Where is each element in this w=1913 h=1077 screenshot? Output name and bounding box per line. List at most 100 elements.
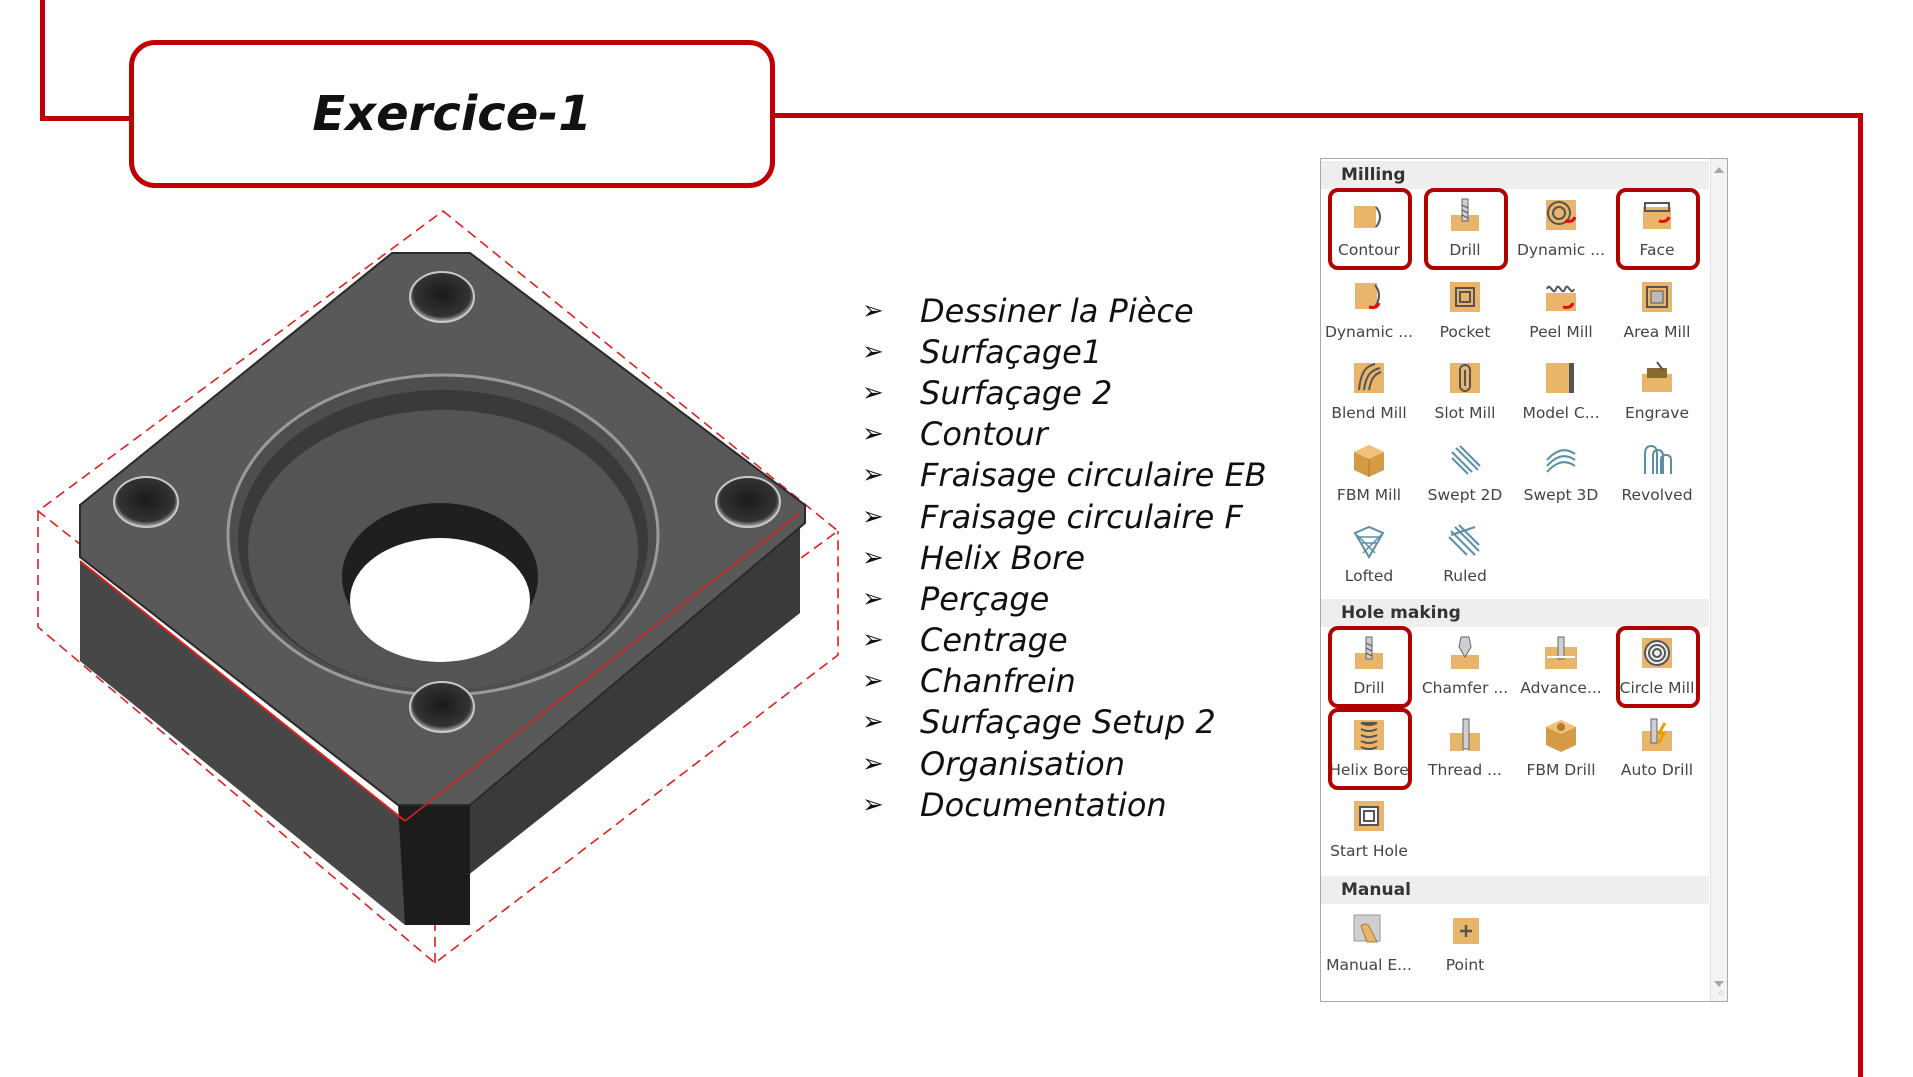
tool-button[interactable]: Drill (1417, 191, 1513, 271)
arrow-bullet-icon: ➢ (862, 789, 884, 820)
selected-edge (404, 512, 801, 822)
frame-top-left-line (40, 116, 132, 121)
dynamic-mill-icon (1546, 200, 1577, 230)
tool-label: Chamfer ... (1421, 679, 1509, 697)
swept-3d-icon (1546, 448, 1576, 473)
arrow-bullet-icon: ➢ (862, 460, 884, 491)
frame-right-line (1858, 113, 1863, 1077)
resize-grip-icon[interactable]: ⁘ (1717, 989, 1725, 999)
tool-label: Contour (1338, 241, 1400, 259)
part-front-left-face (80, 561, 405, 925)
slide-title: Exercice-1 (312, 86, 592, 142)
frame-left-line (40, 0, 45, 121)
tool-button[interactable]: Blend Mill (1321, 354, 1417, 434)
section-header: Manual (1321, 876, 1709, 904)
title-box: Exercice-1 (129, 40, 775, 188)
arrow-bullet-icon: ➢ (862, 583, 884, 614)
step-item: ➢Helix Bore (862, 538, 1086, 577)
tool-button[interactable]: Dynamic ... (1513, 191, 1609, 271)
panel-scrollbar[interactable] (1710, 159, 1727, 1001)
step-item: ➢Surfaçage Setup 2 (862, 703, 1216, 742)
tool-label: Start Hole (1330, 842, 1408, 860)
tool-button[interactable]: Face (1609, 191, 1705, 271)
point-icon (1453, 918, 1479, 944)
scroll-down-icon[interactable] (1714, 981, 1724, 987)
tool-button[interactable]: Swept 3D (1513, 436, 1609, 516)
tool-button[interactable]: FBM Mill (1321, 436, 1417, 516)
selected-edge (79, 560, 406, 822)
lofted-icon (1353, 525, 1385, 559)
tool-button[interactable]: Start Hole (1321, 792, 1417, 872)
tool-label: FBM Drill (1526, 760, 1596, 779)
dynamic-contour-icon (1355, 282, 1381, 309)
step-item: ➢Chanfrein (862, 662, 1076, 701)
arrow-bullet-icon: ➢ (862, 748, 884, 779)
tool-button[interactable]: Lofted (1321, 517, 1417, 597)
step-item: ➢Organisation (862, 744, 1126, 783)
tool-label: Advance... (1520, 679, 1602, 697)
tool-label: Auto Drill (1620, 760, 1694, 779)
tool-button[interactable]: Ruled (1417, 517, 1513, 597)
tool-label: Dynamic ... (1516, 241, 1606, 259)
tool-label: Slot Mill (1434, 404, 1496, 422)
corner-holes (113, 271, 781, 733)
arrow-bullet-icon: ➢ (862, 707, 884, 738)
drill-icon (1451, 198, 1479, 231)
step-item: ➢Fraisage circulaire EB (862, 456, 1267, 495)
blend-mill-icon (1354, 363, 1384, 393)
model-chamfer-icon (1546, 363, 1574, 393)
tool-button[interactable]: Slot Mill (1417, 354, 1513, 434)
step-item: ➢Documentation (862, 785, 1167, 824)
area-mill-icon (1642, 281, 1672, 312)
arrow-bullet-icon: ➢ (862, 419, 884, 450)
tool-label: Blend Mill (1331, 404, 1407, 422)
drill-icon (1355, 636, 1383, 669)
contour-icon (1354, 206, 1381, 228)
tool-button[interactable]: Pocket (1417, 273, 1513, 353)
tool-button[interactable]: Area Mill (1609, 273, 1705, 353)
tool-button[interactable]: Contour (1321, 191, 1417, 271)
tool-button[interactable]: FBM Drill (1513, 711, 1609, 791)
arrow-bullet-icon: ➢ (862, 377, 884, 408)
tool-label: Helix Bore (1329, 760, 1409, 779)
tool-label: Swept 2D (1427, 485, 1503, 504)
revolved-icon (1644, 444, 1672, 474)
tool-button[interactable]: Auto Drill (1609, 711, 1705, 791)
engrave-icon (1642, 361, 1672, 392)
tool-button[interactable]: Point (1417, 906, 1513, 986)
tool-button[interactable]: Manual E... (1321, 906, 1417, 986)
tool-button[interactable]: Chamfer ... (1417, 629, 1513, 709)
tool-label: Circle Mill (1619, 679, 1695, 697)
tool-label: Manual E... (1326, 956, 1412, 974)
tool-button[interactable]: Model C... (1513, 354, 1609, 434)
tool-label: Lofted (1344, 567, 1394, 585)
tool-button[interactable]: Helix Bore (1321, 711, 1417, 791)
swept-2d-icon (1451, 444, 1481, 475)
tool-label: Ruled (1443, 567, 1487, 585)
tool-button[interactable]: Revolved (1609, 436, 1705, 516)
start-hole-icon (1354, 801, 1384, 831)
tool-label: Point (1445, 956, 1485, 974)
arrow-bullet-icon: ➢ (862, 542, 884, 573)
auto-drill-icon (1642, 718, 1672, 751)
frame-top-right-line (772, 113, 1863, 118)
tool-label: Face (1639, 241, 1675, 259)
tool-button[interactable]: Advance... (1513, 629, 1609, 709)
part-corner-notch (398, 805, 470, 925)
step-item: ➢Surfaçage 2 (862, 373, 1113, 412)
step-item: ➢Centrage (862, 621, 1068, 660)
tool-button[interactable]: Thread ... (1417, 711, 1513, 791)
tool-button[interactable]: Circle Mill (1609, 629, 1705, 709)
tool-button[interactable]: Dynamic ... (1321, 273, 1417, 353)
tool-button[interactable]: Engrave (1609, 354, 1705, 434)
thread-mill-icon (1450, 718, 1480, 751)
scroll-up-icon[interactable] (1714, 167, 1724, 173)
section-header: Milling (1321, 161, 1709, 189)
step-item: ➢Dessiner la Pièce (862, 291, 1194, 330)
tool-button[interactable]: Swept 2D (1417, 436, 1513, 516)
tool-button[interactable]: Drill (1321, 629, 1417, 709)
part-3d-illustration (36, 209, 840, 965)
pocket-icon (1450, 281, 1480, 312)
part-front-right-face (405, 513, 800, 925)
tool-button[interactable]: Peel Mill (1513, 273, 1609, 353)
